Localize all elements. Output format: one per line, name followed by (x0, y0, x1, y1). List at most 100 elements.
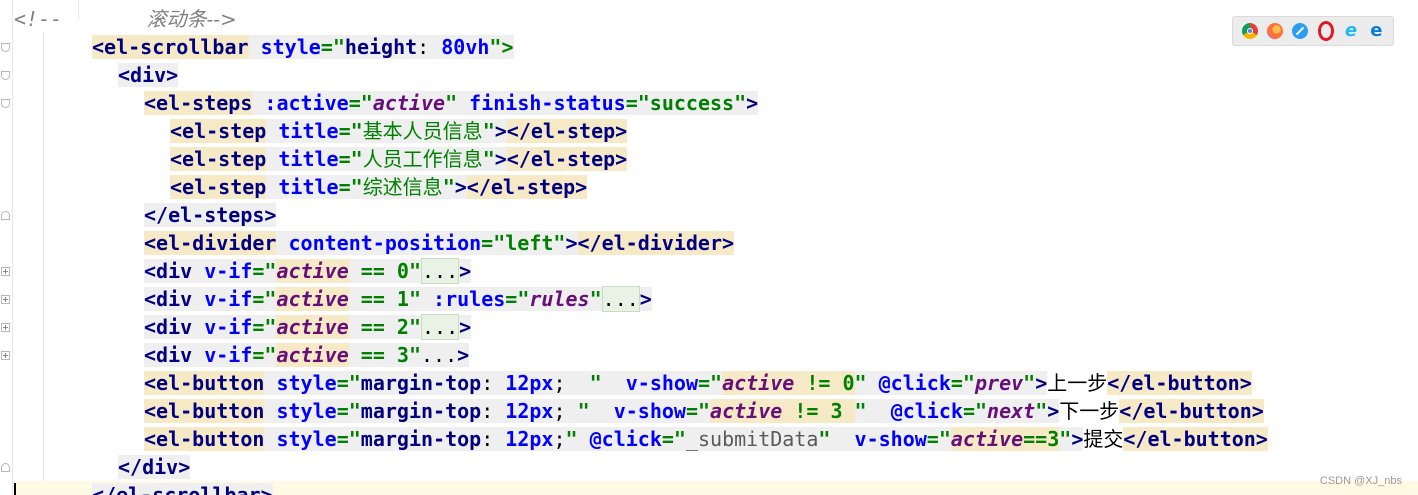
expr-rest: == 0 (348, 259, 409, 283)
attr-eq: =" (661, 427, 686, 451)
fold-marker-icon[interactable] (1, 43, 10, 52)
chrome-icon[interactable] (1241, 23, 1258, 39)
opera-icon[interactable] (1317, 21, 1334, 41)
css-colon: : (481, 371, 506, 395)
step-title: 人员工作信息 (362, 147, 483, 171)
fold-marker-icon[interactable] (1, 211, 10, 220)
attr-quote: " (408, 315, 421, 339)
css-tail: ; (553, 399, 578, 423)
tag-end: </el-step> (506, 147, 628, 171)
attr-name: v-if (204, 343, 253, 367)
vue-expression: next (987, 399, 1036, 423)
safari-icon[interactable] (1292, 23, 1309, 39)
attr-quote: " (565, 427, 578, 451)
tag-gt: > (565, 231, 578, 255)
code-line-6[interactable]: <el-step title="综述信息"></el-step> (170, 173, 588, 201)
attr-eq: =" (336, 427, 361, 451)
css-colon: : (481, 427, 506, 451)
button-text: 下一步 (1059, 399, 1120, 423)
tag-open: <el-button (144, 427, 265, 451)
fold-marker-icon[interactable] (1, 99, 10, 108)
code-line-5[interactable]: <el-step title="人员工作信息"></el-step> (170, 145, 628, 173)
tag-open: <div (144, 287, 193, 311)
tag-gt: > (1071, 427, 1084, 451)
code-line-13[interactable]: <el-button style="margin-top: 12px; " v-… (144, 369, 1252, 397)
code-line-14[interactable]: <el-button style="margin-top: 12px; " v-… (144, 397, 1264, 425)
attr-name: title (278, 175, 339, 199)
code-line-17[interactable]: </el-scrollbar> (92, 481, 273, 495)
code-line-4[interactable]: <el-step title="基本人员信息"></el-step> (170, 117, 628, 145)
css-property: margin-top (360, 427, 482, 451)
code-line-comment[interactable]: <!-- 滚动条--> (14, 5, 237, 33)
code-line-10[interactable]: <div v-if="active == 1" :rules="rules"..… (144, 285, 652, 313)
expr-rest: != 3 (782, 399, 855, 423)
folded-region[interactable]: ... (421, 314, 460, 340)
attr-name: @click (890, 399, 963, 423)
code-line-8[interactable]: <el-divider content-position="left"></el… (144, 229, 735, 257)
attr-name: style (276, 371, 337, 395)
fold-marker-icon[interactable] (1, 463, 10, 472)
code-line-15[interactable]: <el-button style="margin-top: 12px;" @cl… (144, 425, 1268, 453)
folded-region[interactable]: ... (601, 286, 640, 312)
attr-value: "success" (637, 91, 747, 115)
attr-eq: =" (926, 427, 951, 451)
fold-expand-icon[interactable] (1, 267, 10, 276)
button-text: 上一步 (1047, 371, 1108, 395)
tag-end: </el-button> (1107, 371, 1252, 395)
vue-expression: active (372, 91, 446, 115)
css-property: margin-top (360, 399, 482, 423)
tag-gt: > (494, 147, 507, 171)
gutter[interactable] (0, 0, 12, 495)
attr-name: v-show (854, 427, 927, 451)
tag-gt: > (1035, 371, 1048, 395)
attr-quote: " (1059, 427, 1072, 451)
code-line-11[interactable]: <div v-if="active == 2"...> (144, 313, 472, 341)
fold-expand-icon[interactable] (1, 295, 10, 304)
attr-name: v-show (625, 371, 698, 395)
attr-name: :active (264, 91, 349, 115)
tag-open: <el-steps (144, 91, 253, 115)
expr-rest: == 3 (348, 343, 409, 367)
attr-quote: " (350, 175, 363, 199)
code-line-16[interactable]: </div> (118, 453, 191, 481)
attr-name: v-show (613, 399, 686, 423)
tag-gt: > (1047, 399, 1060, 423)
tag-open: <div (144, 259, 193, 283)
code-line-2[interactable]: <div> (118, 61, 179, 89)
fold-marker-icon[interactable] (1, 71, 10, 80)
attr-eq: =" (320, 35, 345, 59)
attr-quote: " (482, 119, 495, 143)
firefox-icon[interactable] (1266, 23, 1283, 39)
text-caret (14, 483, 16, 495)
vue-expression: active (276, 343, 349, 367)
edge-icon[interactable]: e (1370, 20, 1383, 41)
code-line-9[interactable]: <div v-if="active == 0"...> (144, 257, 472, 285)
attr-quote: " (589, 371, 602, 395)
attr-eq: =" (348, 91, 373, 115)
attr-quote: " (445, 91, 458, 115)
button-text: 提交 (1083, 427, 1124, 451)
browser-preview-bar: e e (1232, 16, 1394, 46)
code-line-7[interactable]: </el-steps> (144, 201, 277, 229)
step-title: 基本人员信息 (362, 119, 483, 143)
ie-icon[interactable]: e (1344, 20, 1358, 41)
vue-expression: active (710, 399, 783, 423)
attr-name: content-position (288, 231, 482, 255)
attr-name: title (278, 147, 339, 171)
css-tail: ; (553, 427, 566, 451)
fold-expand-icon[interactable] (1, 351, 10, 360)
attr-quote: " (408, 343, 421, 367)
folded-region[interactable]: ... (421, 258, 460, 284)
fold-expand-icon[interactable] (1, 323, 10, 332)
code-line-3[interactable]: <el-steps :active="active" finish-status… (144, 89, 759, 117)
css-property: height (344, 35, 418, 59)
code-line-12[interactable]: <div v-if="active == 3"...> (144, 341, 470, 369)
attr-quote: " (408, 259, 421, 283)
code-line-1[interactable]: <el-scrollbar style="height: 80vh"> (92, 33, 514, 61)
folded-region[interactable]: ... (421, 343, 458, 367)
attr-eq: = (338, 147, 351, 171)
tag-end: </el-step> (466, 175, 588, 199)
attr-eq: = (338, 119, 351, 143)
attr-name: v-if (204, 315, 253, 339)
